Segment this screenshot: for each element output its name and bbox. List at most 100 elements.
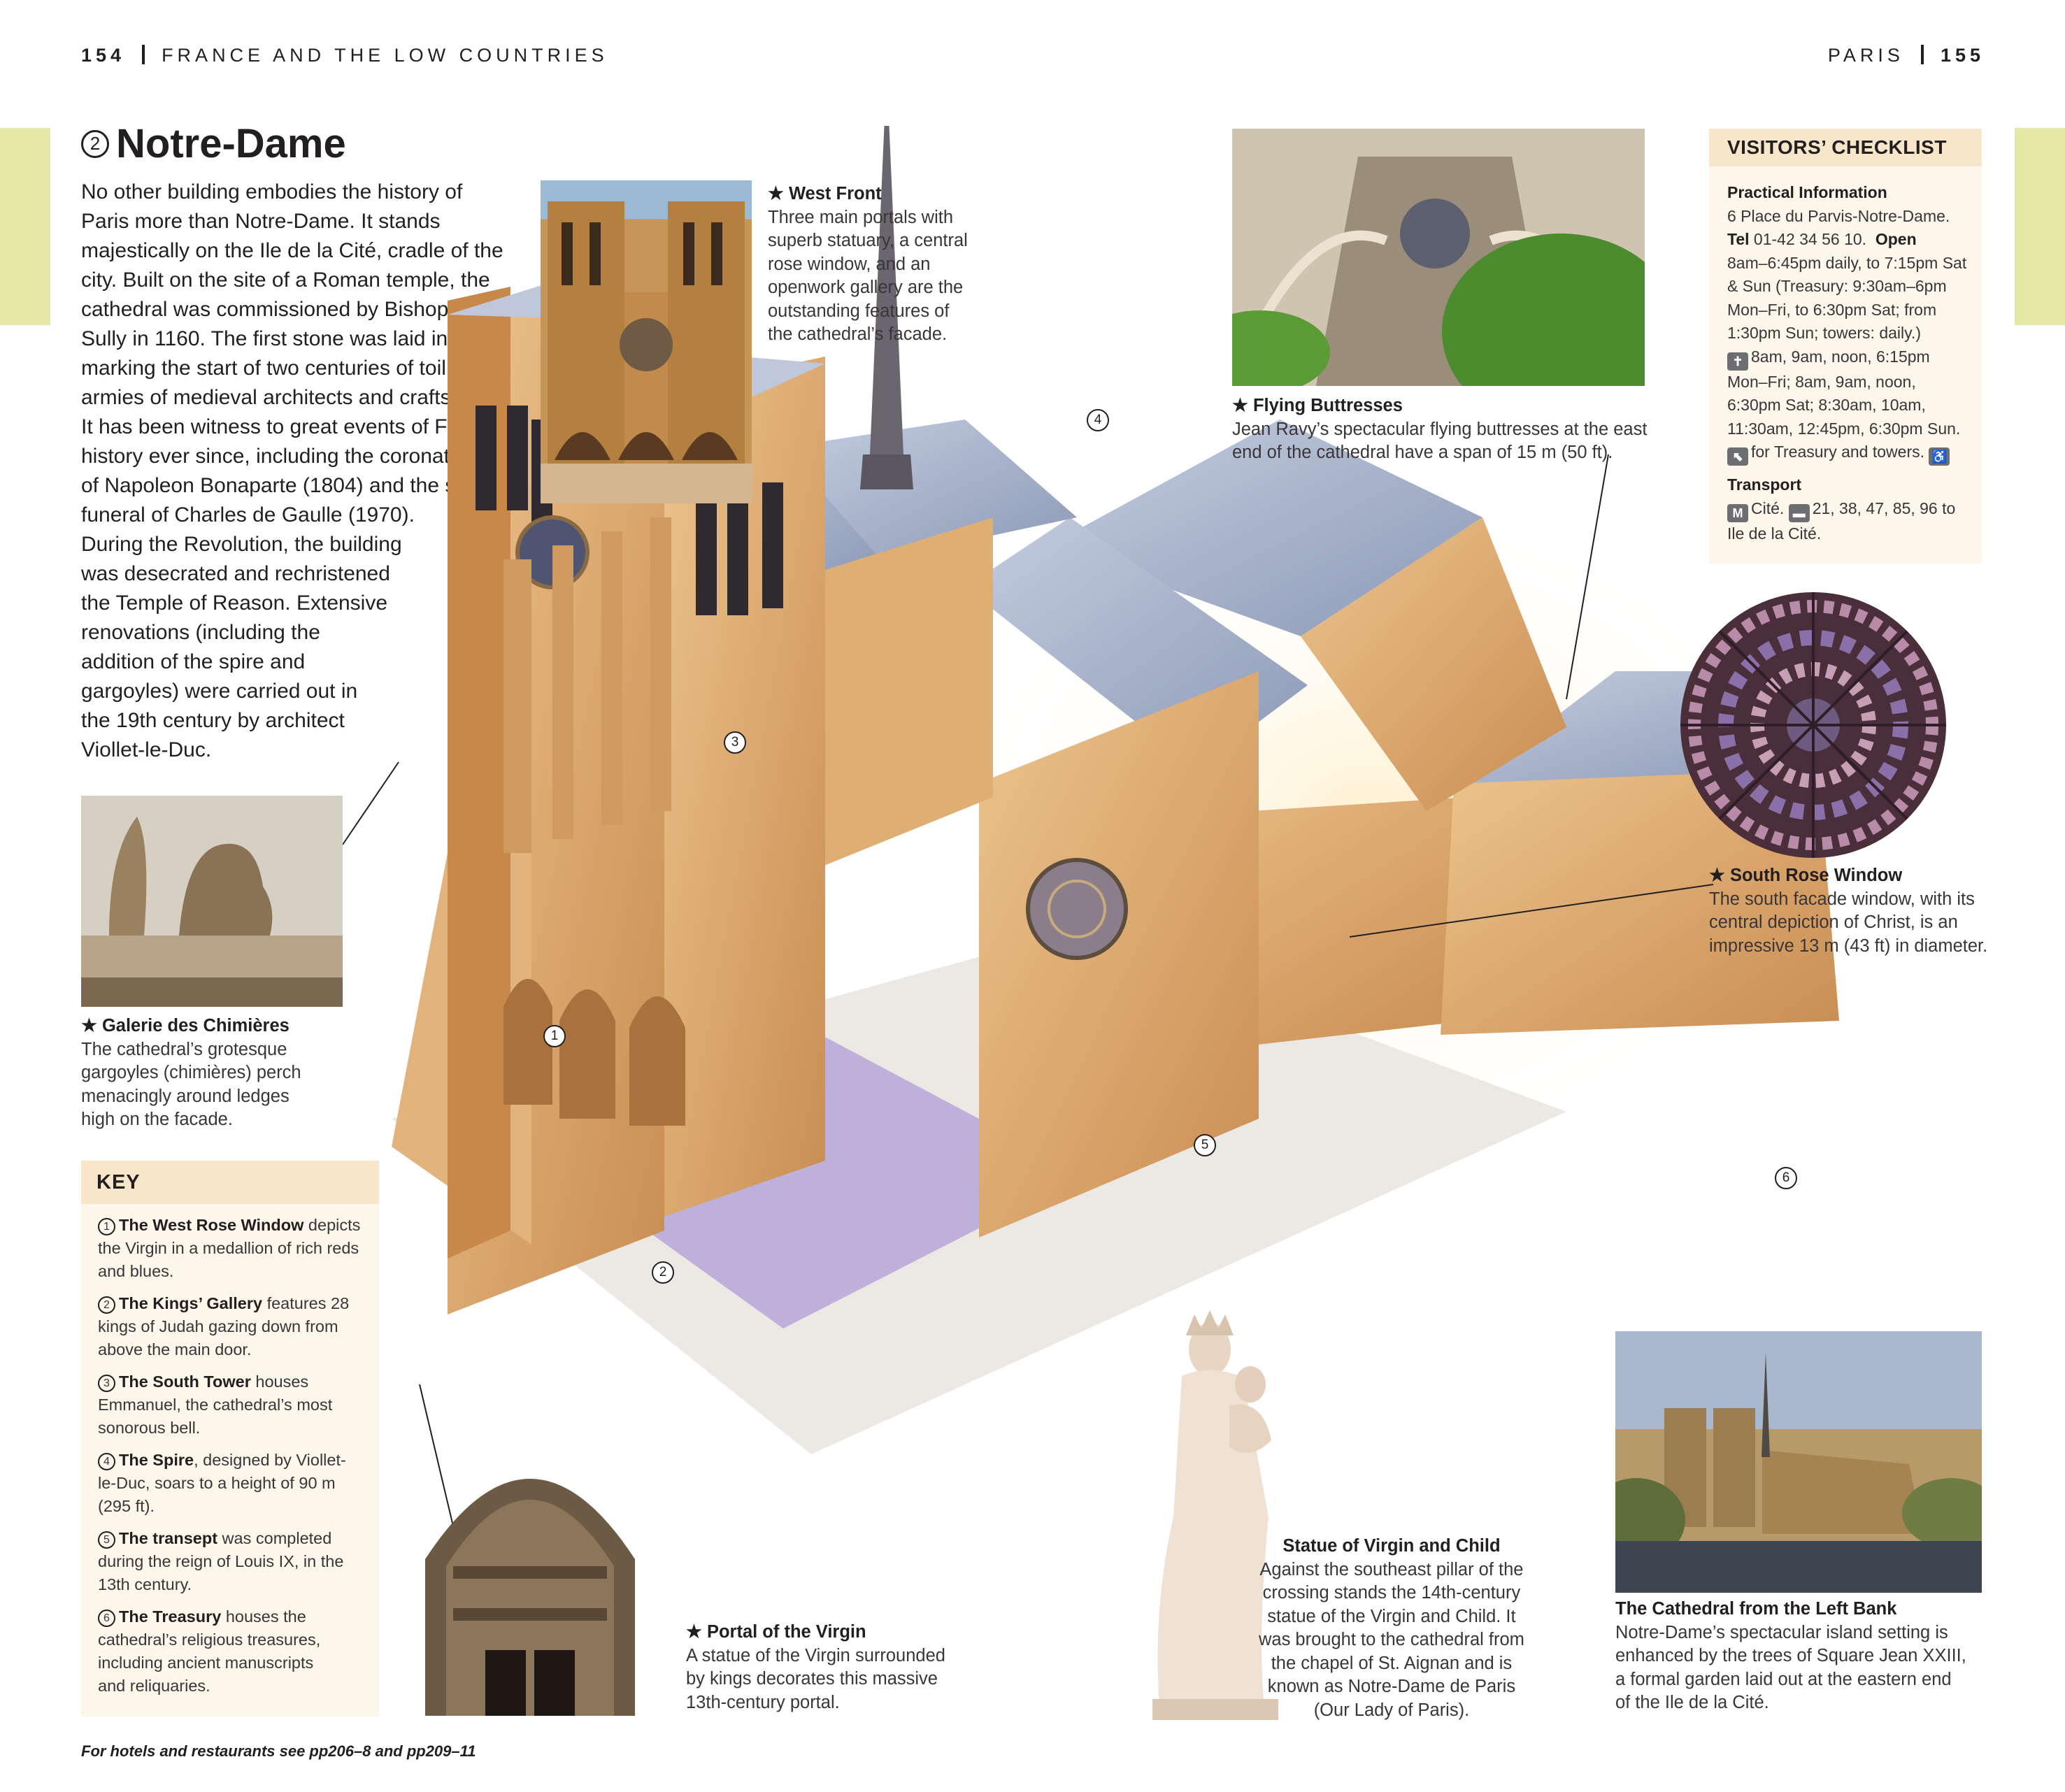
left-section-title: FRANCE AND THE LOW COUNTRIES (162, 45, 608, 66)
caption-line: the cathedral’s facade. (768, 324, 948, 344)
key-item-text: was completed (217, 1529, 332, 1547)
opening-hours-line: Mon–Fri, to 6:30pm Sat; from (1727, 300, 1937, 319)
caption-line: central depiction of Christ, is an (1709, 912, 1958, 932)
key-item-name: The South Tower (119, 1372, 251, 1391)
visitors-checklist: VISITORS’ CHECKLIST Practical Informatio… (1709, 129, 1982, 564)
key-item-line: including ancient manuscripts (98, 1654, 314, 1672)
opening-hours-line: 1:30pm Sun; towers: daily.) (1727, 324, 1921, 342)
key-number: 6 (98, 1610, 115, 1627)
intro-line: of Napoleon Bonaparte (1804) and the sta… (81, 474, 491, 497)
key-number: 3 (98, 1375, 115, 1392)
statue-caption-title: Statue of Virgin and Child (1282, 1536, 1501, 1556)
south-rose-window-caption-title: ★ South Rose Window (1709, 866, 1903, 885)
metro-icon: M (1727, 503, 1748, 522)
flying-buttresses-caption-title: ★ Flying Buttresses (1232, 396, 1403, 415)
key-item-line: cathedral’s religious treasures, (98, 1630, 321, 1649)
caption-line: a formal garden laid out at the eastern … (1615, 1669, 1952, 1689)
intro-line: majestically on the Ile de la Cité, crad… (81, 239, 503, 262)
address: 6 Place du Parvis-Notre-Dame. (1727, 206, 1950, 225)
portal-of-the-virgin-caption-title: ★ Portal of the Virgin (686, 1622, 866, 1642)
right-page-number: 155 (1940, 45, 1985, 66)
intro-line: addition of the spire and (81, 650, 306, 673)
south-rose-window-photo (1680, 592, 1946, 858)
intro-line: the 19th century by architect (81, 709, 345, 732)
caption-line: 13th-century portal. (686, 1692, 840, 1712)
key-item-text: , designed by Viollet- (194, 1451, 346, 1469)
bus-icon: ▬ (1788, 503, 1810, 522)
intro-line: Viollet-le-Duc. (81, 738, 212, 761)
metro-station: Cité. (1751, 499, 1785, 517)
caption-line: superb statuary, a central (768, 231, 968, 250)
caption-line: (Our Lady of Paris). (1313, 1700, 1470, 1720)
left-running-head: 154 FRANCE AND THE LOW COUNTRIES (81, 45, 608, 66)
tel-number: 01-42 34 56 10. (1749, 230, 1867, 248)
key-item-name: The Treasury (119, 1607, 222, 1626)
caption-line: statue of the Virgin and Child. It (1267, 1606, 1516, 1626)
key-item-line: during the reign of Louis IX, in the (98, 1552, 344, 1570)
key-item-line: le-Duc, soars to a height of 90 m (98, 1474, 336, 1492)
south-rose-window-caption: ★ South Rose Window The south facade win… (1709, 864, 1987, 958)
key-item-text: houses the (221, 1607, 306, 1626)
right-running-head: PARIS 155 (1828, 45, 1985, 66)
galerie-des-chimieres-photo (81, 796, 343, 1007)
key-number: 4 (98, 1453, 115, 1470)
entry-number: 2 (81, 129, 109, 158)
key-item-line: above the main door. (98, 1340, 252, 1359)
caption-line: Notre-Dame’s spectacular island setting … (1615, 1622, 1948, 1642)
intro-line: It has been witness to great events of F… (81, 415, 500, 438)
caption-line: by kings decorates this massive (686, 1669, 938, 1689)
key-item-line: 13th century. (98, 1575, 192, 1593)
key-item-line: and reliquaries. (98, 1677, 210, 1695)
caption-line: gargoyles (chimières) perch (81, 1063, 301, 1082)
key-number: 1 (98, 1218, 115, 1235)
right-section-title: PARIS (1827, 45, 1904, 66)
caption-line: The south facade window, with its (1709, 889, 1975, 909)
open-label: Open (1875, 230, 1917, 248)
mass-times-line: 11:30am, 12:45pm, 6:30pm Sun. (1727, 419, 1961, 438)
key-item-text: features 28 (262, 1294, 350, 1312)
transport-heading: Transport (1727, 475, 1802, 494)
practical-information: Practical Information 6 Place du Parvis-… (1727, 181, 1966, 466)
galerie-des-chimieres-caption-title: ★ Galerie des Chimières (81, 1016, 290, 1035)
intro-line: city. Built on the site of a Roman templ… (81, 268, 490, 292)
intro-line: During the Revolution, the building (81, 533, 402, 556)
left-thumb-tab (0, 128, 50, 325)
west-front-photo (541, 180, 752, 503)
west-front-caption: ★ West Front Three main portals with sup… (768, 182, 968, 347)
right-thumb-tab (2015, 128, 2065, 325)
marker-west-rose-window: 1 (543, 1025, 566, 1047)
key-item-name: The Spire (119, 1451, 194, 1469)
intro-line: the Temple of Reason. Extensive (81, 592, 388, 615)
left-page-number: 154 (81, 45, 126, 66)
bus-destination: Ile de la Cité. (1727, 524, 1822, 543)
caption-line: openwork gallery are the (768, 278, 964, 297)
caption-line: The cathedral’s grotesque (81, 1039, 287, 1059)
galerie-des-chimieres-caption: ★ Galerie des Chimières The cathedral’s … (81, 1015, 301, 1132)
intro-line: history ever since, including the corona… (81, 445, 478, 468)
key-item-line: Emmanuel, the cathedral’s most (98, 1396, 333, 1414)
marker-south-tower: 3 (724, 731, 746, 754)
caption-line: high on the facade. (81, 1110, 233, 1129)
intro-paragraph: No other building embodies the history o… (81, 178, 504, 765)
page-title: 2 Notre-Dame (81, 120, 346, 167)
key-item-line: (295 ft). (98, 1497, 155, 1515)
practical-information-heading: Practical Information (1727, 183, 1887, 201)
key-item-text: houses (250, 1372, 309, 1391)
intro-line: cathedral was commissioned by Bishop de (81, 298, 478, 321)
mass-times-line: Mon–Fri; 8am, 9am, noon, (1727, 372, 1916, 391)
marker-spire: 4 (1087, 409, 1109, 431)
bus-routes: 21, 38, 47, 85, 96 to (1812, 499, 1956, 517)
caption-line: Jean Ravy’s spectacular flying buttresse… (1232, 419, 1648, 439)
caption-line: Three main portals with (768, 207, 954, 227)
caption-line: was brought to the cathedral from (1259, 1630, 1524, 1649)
key-heading: KEY (81, 1161, 379, 1204)
treasury-text: for Treasury and towers. (1751, 443, 1924, 461)
caption-line: end of the cathedral have a span of 15 m… (1232, 443, 1613, 462)
key-item-name: The transept (119, 1529, 218, 1547)
intro-line: funeral of Charles de Gaulle (1970). (81, 503, 415, 526)
tel-label: Tel (1727, 230, 1750, 248)
